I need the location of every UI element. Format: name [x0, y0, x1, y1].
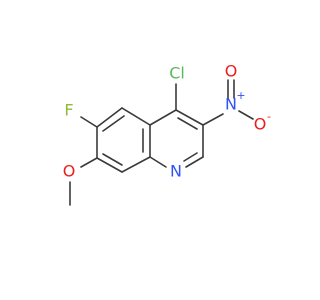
fluorine-label: F	[64, 101, 73, 120]
bond-c3-nnitro	[202, 113, 224, 126]
nitro-oxide-charge: -	[267, 110, 271, 123]
bond-c4a-c4	[149, 109, 177, 126]
bond-c2-n1	[185, 156, 204, 168]
bond-c8-c8a	[121, 156, 151, 173]
bond-c4-c3-inner	[177, 117, 198, 130]
methoxy-oxygen-label: O	[63, 162, 76, 181]
bond-c7-c8-inner	[102, 153, 123, 166]
nitro-nitrogen-charge: +	[236, 89, 245, 102]
bond-n1-c8a	[149, 156, 167, 168]
bond-nnitro-ominus	[238, 110, 254, 120]
bond-c7-o	[80, 157, 98, 168]
bonds	[69, 79, 254, 206]
nitro-top-oxygen-label: O	[225, 62, 238, 81]
molecule-structure: Cl F O N N + O O -	[63, 62, 271, 206]
bond-c6-f	[80, 116, 98, 128]
ring-nitrogen-label: N	[170, 162, 182, 181]
atom-labels: Cl F O N N + O O -	[63, 62, 271, 181]
bond-c5-c6-inner	[102, 115, 125, 132]
bond-c2-n1-inner	[183, 152, 198, 162]
nitro-nitrogen-label: N	[225, 95, 237, 114]
chlorine-label: Cl	[169, 64, 185, 83]
nitro-oxide-oxygen-label: O	[254, 115, 267, 134]
bond-c4-c3	[175, 109, 204, 126]
bond-c4a-c5	[121, 107, 151, 126]
bond-c7-c8	[96, 157, 123, 173]
bond-c5-c6	[96, 107, 123, 128]
